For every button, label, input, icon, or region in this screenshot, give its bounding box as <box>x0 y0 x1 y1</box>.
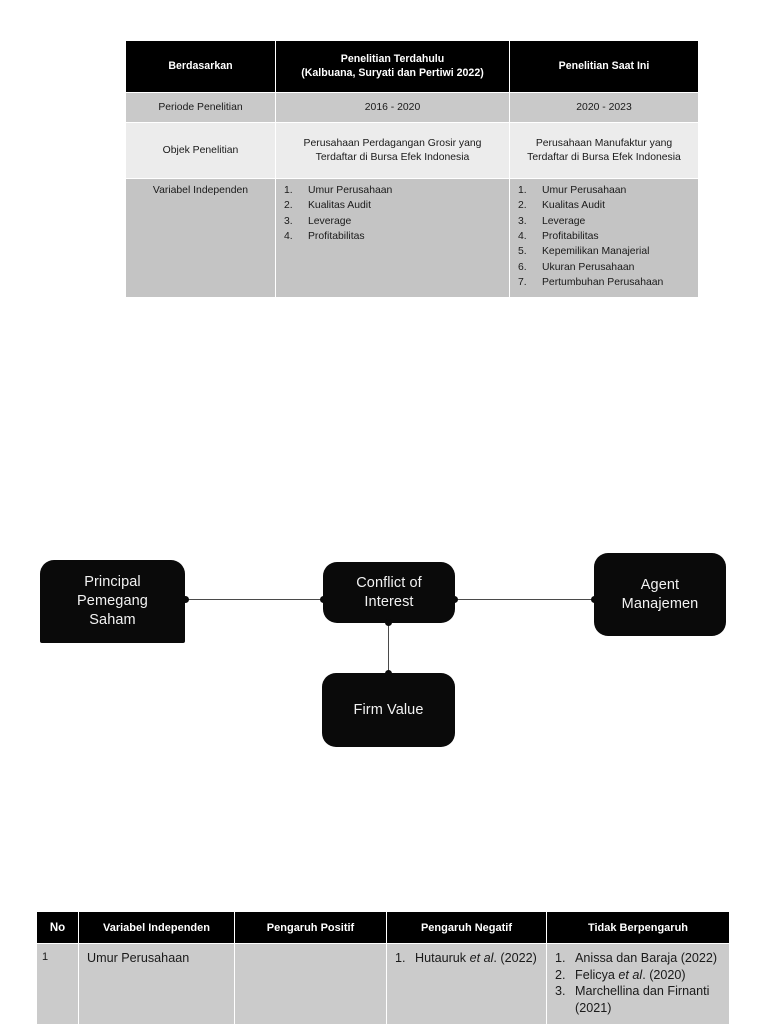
prior-variable-item: Umur Perusahaan <box>284 184 393 199</box>
col-header-tidak-berpengaruh: Tidak Berpengaruh <box>546 911 730 944</box>
citation-negative-list: Hutauruk et al. (2022) <box>395 950 538 967</box>
row-label-variabel-independen: Variabel Independen <box>125 178 276 298</box>
col-header-berdasarkan-label: Berdasarkan <box>168 59 233 72</box>
citation-negative-item: Hutauruk et al. (2022) <box>395 950 537 966</box>
citation-none-item: Felicya et al. (2020) <box>555 967 686 983</box>
current-variable-item: Kepemilikan Manajerial <box>518 245 650 260</box>
prior-variable-item: Leverage <box>284 215 352 230</box>
cell-pengaruh-positif <box>234 943 387 1025</box>
research-summary-table: No Variabel Independen Pengaruh Positif … <box>36 911 730 1025</box>
connector-dot-conflict-bottom <box>385 619 392 626</box>
col-header-no: No <box>36 911 79 944</box>
cell-variabel-independen: Umur Perusahaan <box>78 943 235 1025</box>
current-variable-item: Umur Perusahaan <box>518 184 627 199</box>
connector-dot-conflict-right <box>451 596 458 603</box>
citation-none-item: Anissa dan Baraja (2022) <box>555 950 718 966</box>
cell-pengaruh-negatif: Hutauruk et al. (2022) <box>386 943 547 1025</box>
citation-none-list: Anissa dan Baraja (2022)Felicya et al. (… <box>555 950 721 1017</box>
current-variable-item: Kualitas Audit <box>518 199 605 214</box>
current-variable-item: Leverage <box>518 215 586 230</box>
cell-periode-prior: 2016 - 2020 <box>275 92 510 123</box>
current-variable-item: Profitabilitas <box>518 230 599 245</box>
col-header-berdasarkan: Berdasarkan <box>125 40 276 93</box>
col-header-penelitian-saat-ini-label: Penelitian Saat Ini <box>558 59 650 72</box>
connector-dot-agent-left <box>591 596 598 603</box>
connector-dot-principal-right <box>182 596 189 603</box>
table-row: Periode Penelitian 2016 - 2020 2020 - 20… <box>125 92 699 123</box>
cell-objek-current: Perusahaan Manufaktur yang Terdaftar di … <box>509 122 699 179</box>
col-header-pengaruh-positif: Pengaruh Positif <box>234 911 387 944</box>
prior-variable-item: Profitabilitas <box>284 230 365 245</box>
col-header-variabel-independen: Variabel Independen <box>78 911 235 944</box>
col-header-penelitian-terdahulu: Penelitian Terdahulu (Kalbuana, Suryati … <box>275 40 510 93</box>
cell-periode-current: 2020 - 2023 <box>509 92 699 123</box>
table-row: Objek Penelitian Perusahaan Perdagangan … <box>125 122 699 179</box>
cell-objek-prior: Perusahaan Perdagangan Grosir yang Terda… <box>275 122 510 179</box>
edge-principal-to-conflict <box>185 599 325 600</box>
cell-tidak-berpengaruh: Anissa dan Baraja (2022)Felicya et al. (… <box>546 943 730 1025</box>
col-header-pengaruh-negatif: Pengaruh Negatif <box>386 911 547 944</box>
research-table-header: No Variabel Independen Pengaruh Positif … <box>36 911 730 944</box>
col-header-penelitian-terdahulu-sub: (Kalbuana, Suryati dan Pertiwi 2022) <box>301 66 484 79</box>
col-header-penelitian-saat-ini: Penelitian Saat Ini <box>509 40 699 93</box>
row-label-periode-penelitian: Periode Penelitian <box>125 92 276 123</box>
connector-dot-firm-value-top <box>385 670 392 677</box>
table-header-row: No Variabel Independen Pengaruh Positif … <box>36 911 730 944</box>
citation-et-al: et al <box>469 951 494 965</box>
row-label-objek-penelitian: Objek Penelitian <box>125 122 276 179</box>
citation-none-item: Marchellina dan Firnanti (2021) <box>555 983 710 1016</box>
prior-variable-item: Kualitas Audit <box>284 199 371 214</box>
citation-et-al: et al <box>618 967 643 982</box>
connector-dot-conflict-left <box>320 596 327 603</box>
comparison-table-header: Berdasarkan Penelitian Terdahulu (Kalbua… <box>125 40 699 93</box>
cell-no: 1 <box>36 943 79 1025</box>
diagram-node-firm-value: Firm Value <box>322 673 455 747</box>
edge-conflict-to-firm-value <box>388 622 389 674</box>
comparison-table-body: Periode Penelitian 2016 - 2020 2020 - 20… <box>125 92 699 298</box>
current-variable-item: Pertumbuhan Perusahaan <box>518 276 664 291</box>
diagram-node-firm-value-label: Firm Value <box>353 701 424 718</box>
table-header-row: Berdasarkan Penelitian Terdahulu (Kalbua… <box>125 40 699 93</box>
comparison-table: Berdasarkan Penelitian Terdahulu (Kalbua… <box>125 40 699 298</box>
col-header-penelitian-terdahulu-label: Penelitian Terdahulu <box>340 52 445 65</box>
current-variable-item: Ukuran Perusahaan <box>518 261 635 276</box>
edge-conflict-to-agent <box>453 599 596 600</box>
